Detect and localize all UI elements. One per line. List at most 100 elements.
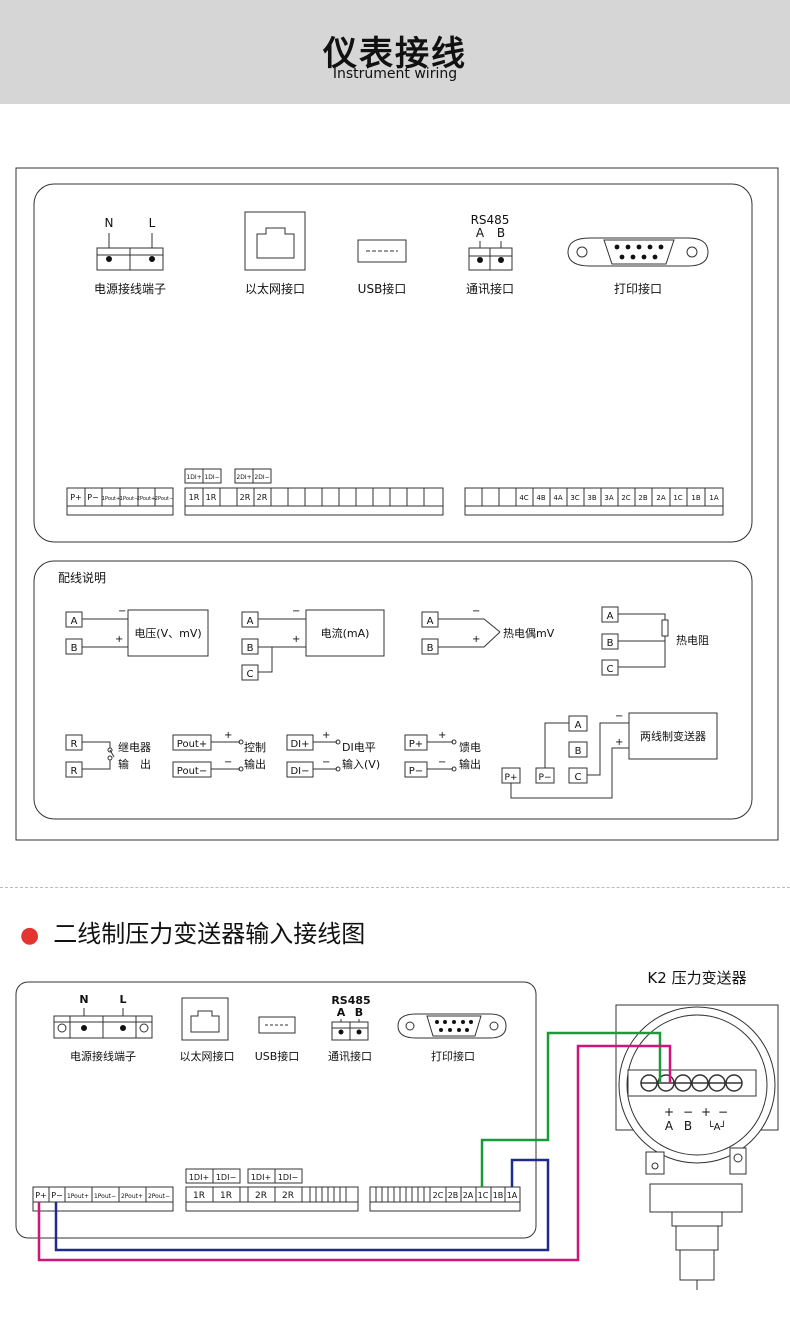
section-heading: ●二线制压力变送器输入接线图 — [20, 914, 365, 949]
minus-sign: − — [472, 606, 480, 617]
terminal-strip-left: P+ P− 1Pout+ 1Pout− 2Pout+ 2Pout− — [66, 487, 174, 516]
minus-sign: − — [322, 757, 330, 768]
terminal-strip-left-example: P+ P− 1Pout+ 1Pout− 2Pout+ 2Pout− — [32, 1186, 174, 1212]
usb-icon: USB接口 — [255, 1016, 300, 1063]
legend-title: 配线说明 — [58, 570, 106, 585]
print-label: 打印接口 — [614, 281, 662, 296]
terminal-label: 1Pout− — [94, 1193, 116, 1200]
terminal-label: 2Pout− — [148, 1193, 170, 1200]
relay-label: 输 出 — [118, 757, 151, 771]
relay-label: 1R — [206, 493, 217, 502]
outer-frame — [15, 167, 779, 841]
term-b: B — [71, 643, 78, 654]
minus-sign: − — [292, 606, 300, 617]
usb-icon: USB接口 — [357, 239, 407, 296]
term-a: A — [607, 611, 614, 622]
rtd-wiring: A B C 热电阻 — [601, 606, 709, 676]
minus-sign: − — [224, 757, 232, 768]
rtd-label: 热电阻 — [676, 634, 709, 647]
ethernet-icon: 以太网接口 — [180, 997, 235, 1063]
two-wire-transmitter-wiring: A B C P+ P− 两线制变送器 − + — [501, 711, 718, 799]
thermocouple-wiring: A B − + 热电偶mV — [421, 606, 555, 655]
pressure-transmitter: K2 压力变送器 + − + − A B └A┘ — [615, 969, 779, 1290]
n-label: N — [79, 993, 88, 1006]
relay-label: 2R — [255, 1191, 267, 1201]
rs485-a-label: A — [476, 226, 485, 240]
term-p-minus: P− — [539, 773, 552, 783]
power-terminal-label: 电源接线端子 — [70, 1049, 136, 1063]
terminal-strip-middle: 1DI+ 1DI− 2DI+ 2DI− 1R 1R 2R 2R — [184, 468, 444, 516]
plus-sign: + — [322, 730, 330, 741]
plus-sign: + — [224, 730, 232, 741]
plus-sign: + — [664, 1105, 674, 1119]
current-wiring: A B C − + 电流(mA) — [241, 606, 385, 681]
feed-output-wiring: P+ P− + − 馈电 输出 — [404, 730, 481, 778]
di-label: 1DI− — [278, 1173, 298, 1182]
term-r: R — [71, 766, 78, 777]
rs485-a-label: A — [337, 1006, 346, 1019]
plus-sign: + — [438, 730, 446, 741]
terminal-label: 2Pout− — [155, 496, 173, 502]
terminal-label: P− — [51, 1191, 63, 1200]
plus-sign: + — [115, 634, 123, 645]
term-p-plus: P+ — [505, 773, 518, 783]
term-di-plus: DI+ — [290, 739, 309, 750]
term-c: C — [607, 664, 614, 675]
plus-sign: + — [701, 1105, 711, 1119]
terminal-label: 1Pout+ — [102, 496, 120, 502]
minus-sign: − — [683, 1105, 693, 1119]
rs485-terminal: RS485 A B 通讯接口 — [466, 213, 514, 296]
rs485-b-label: B — [497, 226, 505, 240]
rs485-label: RS485 — [331, 994, 370, 1007]
plus-sign: + — [292, 634, 300, 645]
terminal-label: 1A — [709, 494, 718, 502]
wire-blue — [54, 1158, 550, 1252]
terminal-label: 2B — [638, 494, 647, 502]
term-r: R — [71, 739, 78, 750]
term-a: A — [247, 616, 254, 627]
terminal-label: 3A — [604, 494, 613, 502]
rs485-terminal: RS485 A B 通讯接口 — [328, 994, 372, 1063]
a-label: A — [665, 1119, 674, 1133]
terminal-label: P+ — [35, 1191, 47, 1200]
term-p-plus: P+ — [409, 739, 423, 750]
di-label: 1DI+ — [186, 474, 201, 481]
section-heading-text: 二线制压力变送器输入接线图 — [53, 920, 366, 948]
minus-sign: − — [718, 1105, 728, 1119]
ethernet-icon: 以太网接口 — [244, 211, 306, 296]
rs485-label: RS485 — [471, 213, 510, 227]
terminal-label: 4A — [553, 494, 562, 502]
term-pout-minus: Pout− — [177, 766, 207, 777]
terminal-label: 1A — [507, 1191, 518, 1200]
wiring-legend-panel — [33, 560, 753, 820]
di-label: 1DI− — [216, 1173, 236, 1182]
power-terminal-example: N L 电源接线端子 — [53, 993, 153, 1063]
terminal-label: 2A — [656, 494, 665, 502]
relay-label: 1R — [193, 1191, 205, 1201]
usb-label: USB接口 — [358, 281, 407, 296]
term-p-minus: P− — [409, 766, 423, 777]
rs485-b-label: B — [355, 1006, 363, 1019]
comm-label: 通讯接口 — [466, 281, 514, 296]
terminal-label: 2B — [448, 1191, 459, 1200]
terminal-label: 1Pout+ — [67, 1193, 89, 1200]
header-banner — [0, 0, 790, 104]
minus-sign: − — [438, 757, 446, 768]
section-divider — [0, 887, 790, 888]
di-label: DI电平 — [342, 741, 376, 754]
db9-port-icon: 打印接口 — [397, 1013, 507, 1063]
terminal-label: P− — [87, 493, 99, 502]
term-c: C — [575, 772, 582, 783]
terminal-label: 4C — [519, 494, 528, 502]
terminal-strip-middle-example: 1DI+ 1DI− 1DI+ 1DI− 1R 1R 2R 2R — [185, 1168, 359, 1212]
terminal-label: 2Pout+ — [137, 496, 155, 502]
usb-label: USB接口 — [255, 1050, 300, 1063]
term-b: B — [575, 746, 582, 757]
terminal-label: P+ — [70, 493, 82, 502]
terminal-label: 1B — [691, 494, 700, 502]
term-b: B — [247, 643, 254, 654]
di-label: 2DI− — [254, 474, 269, 481]
control-output-wiring: Pout+ Pout− + − 控制 输出 — [172, 730, 266, 778]
term-b: B — [427, 643, 434, 654]
term-a: A — [575, 720, 582, 731]
